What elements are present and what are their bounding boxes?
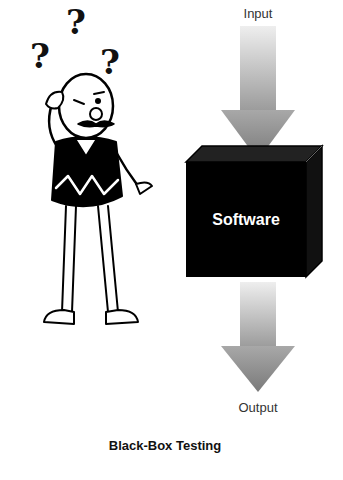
question-mark: ? [66, 2, 86, 42]
nose [90, 108, 102, 120]
hand [136, 182, 152, 194]
right-shoe [106, 310, 138, 324]
collar [76, 140, 96, 156]
box-label: Software [212, 211, 280, 229]
head [59, 74, 113, 138]
right-leg [98, 206, 118, 312]
puzzled-man [44, 74, 152, 324]
input-arrow [221, 26, 295, 160]
vest [52, 137, 122, 206]
box-faces [186, 146, 322, 277]
left-leg [62, 206, 76, 312]
squint-eye [74, 100, 84, 104]
input-label: Input [244, 6, 273, 21]
question-mark: ? [30, 36, 50, 76]
eye [95, 98, 101, 104]
arrow-head [221, 346, 295, 392]
question-mark: ? [100, 42, 120, 82]
box-edge [306, 146, 322, 162]
arm [49, 104, 58, 148]
arrow-shaft [240, 26, 276, 112]
output-arrow [221, 282, 295, 392]
vest-zigzag [56, 176, 118, 194]
scratching-hand [46, 92, 63, 109]
mustache [78, 121, 114, 127]
box-top [186, 146, 322, 162]
output-label: Output [238, 400, 277, 415]
caption: Black-Box Testing [0, 438, 330, 453]
box-side [306, 146, 322, 277]
arrow-shaft [240, 282, 276, 348]
software-box: Software [186, 162, 306, 277]
arm [116, 152, 138, 186]
left-shoe [44, 310, 74, 324]
eyebrow [94, 92, 104, 94]
